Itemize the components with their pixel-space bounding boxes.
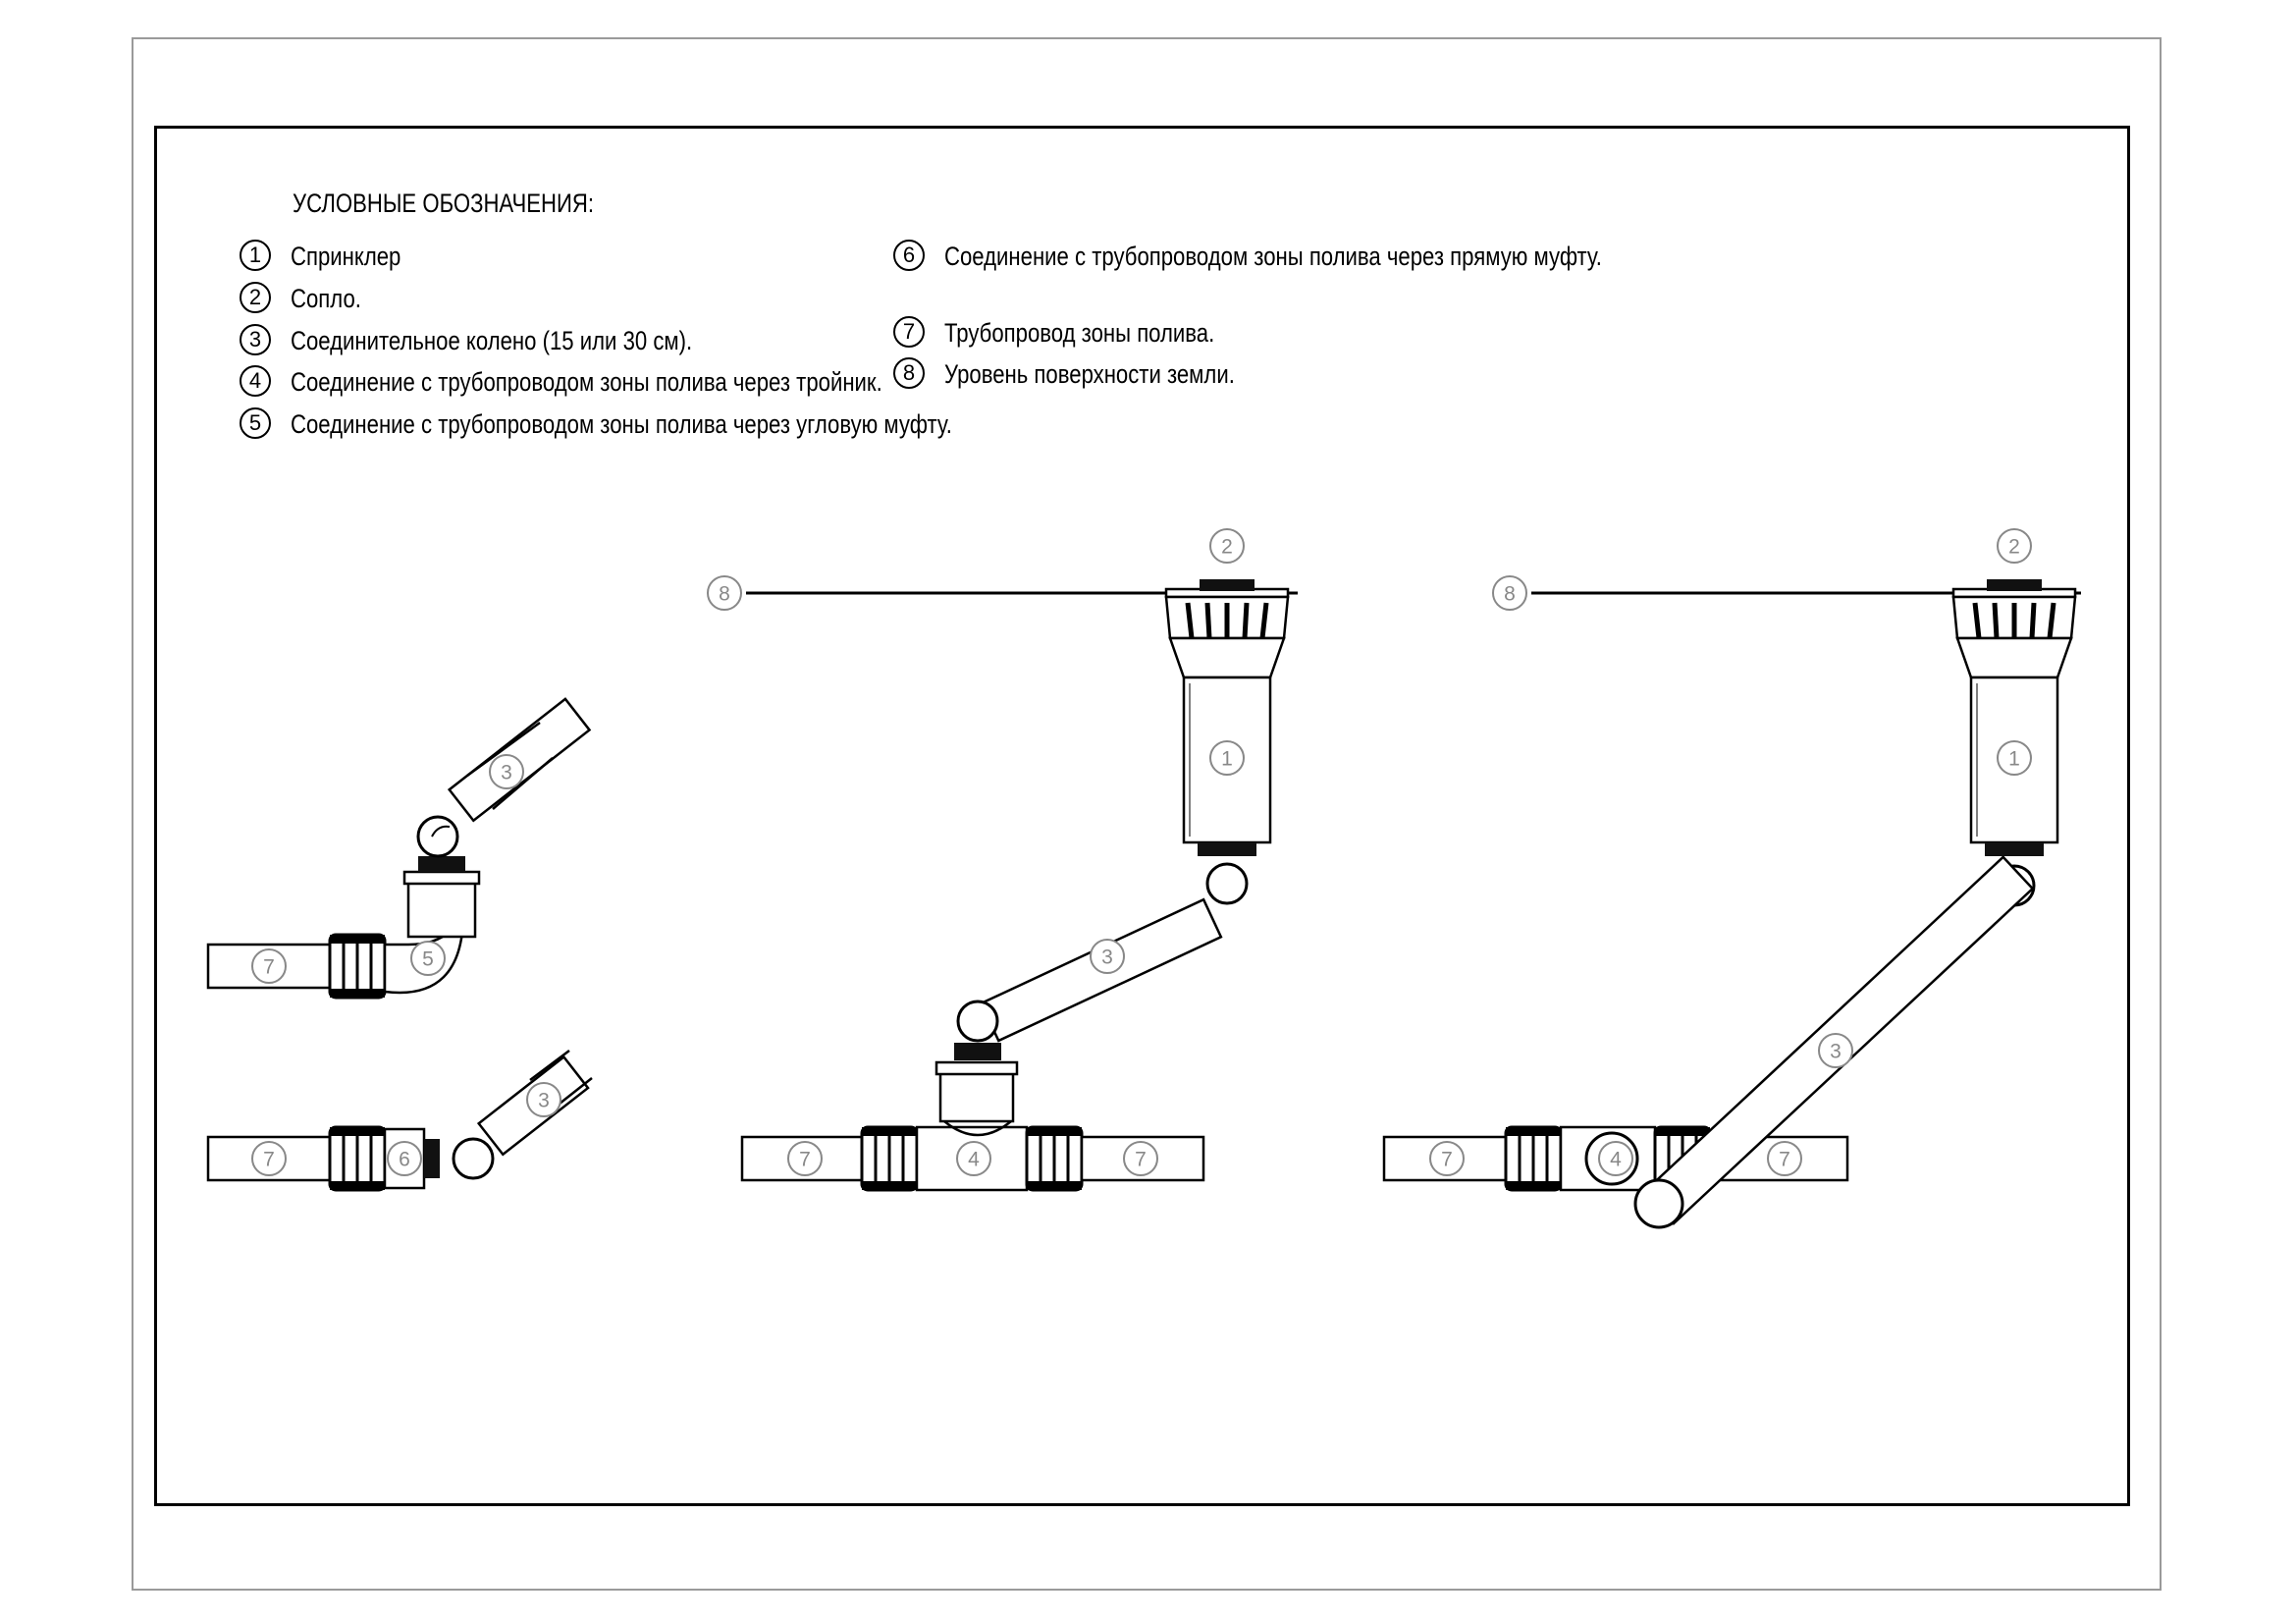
sprinkler bbox=[1953, 579, 2075, 856]
legend-number: 6 bbox=[893, 240, 925, 271]
svg-text:7: 7 bbox=[1135, 1149, 1147, 1171]
sheet-outer-frame bbox=[132, 37, 2162, 1591]
marker-labels: 7 5 3 7 6 3 8 2 1 3 7 4 7 8 2 1 3 7 4 7 bbox=[251, 528, 2032, 1176]
marker-nozzle: 2 bbox=[1209, 528, 1245, 564]
marker-nozzle: 2 bbox=[1997, 528, 2032, 564]
elbow-socket bbox=[406, 878, 477, 939]
svg-text:7: 7 bbox=[1441, 1149, 1453, 1171]
legend-number: 5 bbox=[240, 407, 271, 439]
marker-ground: 8 bbox=[1492, 575, 1527, 611]
marker-pipe: 7 bbox=[1429, 1141, 1465, 1176]
marker-sprinkler: 1 bbox=[1997, 740, 2032, 776]
svg-text:7: 7 bbox=[799, 1149, 811, 1171]
svg-text:3: 3 bbox=[538, 1090, 550, 1112]
legend-title: УСЛОВНЫЕ ОБОЗНАЧЕНИЯ: bbox=[293, 189, 595, 218]
legend-number: 1 bbox=[240, 240, 271, 271]
svg-text:5: 5 bbox=[422, 948, 434, 971]
threaded-adapter bbox=[418, 856, 465, 872]
legend-number: 4 bbox=[240, 365, 271, 397]
svg-text:7: 7 bbox=[263, 1149, 275, 1171]
marker-pipe: 7 bbox=[1767, 1141, 1802, 1176]
marker-ground: 8 bbox=[707, 575, 742, 611]
svg-text:6: 6 bbox=[399, 1149, 410, 1171]
legend-text: Сопло. bbox=[291, 284, 361, 313]
legend-number: 8 bbox=[893, 357, 925, 389]
marker-swing-joint: 3 bbox=[489, 754, 524, 789]
legend-number: 3 bbox=[240, 324, 271, 355]
swing-joint-elbow bbox=[956, 1000, 999, 1043]
marker-swing-joint: 3 bbox=[1818, 1033, 1853, 1068]
swing-joint-elbow bbox=[452, 1137, 495, 1180]
svg-text:1: 1 bbox=[2008, 748, 2020, 771]
threaded-adapter bbox=[954, 1043, 1001, 1060]
tee-socket bbox=[938, 1070, 1015, 1123]
compression-nut bbox=[1504, 1125, 1563, 1192]
marker-swing-joint: 3 bbox=[1090, 939, 1125, 974]
detail-tee-connection bbox=[740, 579, 1298, 1192]
marker-pipe: 7 bbox=[251, 1141, 287, 1176]
compression-nut bbox=[328, 1125, 387, 1192]
sprinkler bbox=[1166, 579, 1288, 856]
svg-text:8: 8 bbox=[719, 583, 730, 606]
marker-sprinkler: 1 bbox=[1209, 740, 1245, 776]
svg-text:3: 3 bbox=[501, 762, 512, 784]
swing-joint-elbow bbox=[416, 815, 459, 858]
svg-text:4: 4 bbox=[1610, 1149, 1622, 1171]
svg-text:3: 3 bbox=[1830, 1041, 1842, 1063]
marker-straight-coupling: 6 bbox=[387, 1141, 422, 1176]
marker-tee: 4 bbox=[1598, 1141, 1633, 1176]
svg-text:8: 8 bbox=[1504, 583, 1516, 606]
legend-number: 2 bbox=[240, 282, 271, 313]
svg-text:3: 3 bbox=[1101, 947, 1113, 969]
swing-joint-elbow bbox=[1205, 862, 1249, 905]
marker-elbow: 5 bbox=[410, 941, 446, 976]
legend-text: Уровень поверхности земли. bbox=[944, 359, 1235, 389]
legend-text: Соединение с трубопроводом зоны полива ч… bbox=[291, 367, 882, 397]
svg-text:7: 7 bbox=[263, 956, 275, 979]
compression-nut bbox=[1025, 1125, 1084, 1192]
legend-text: Спринклер bbox=[291, 242, 401, 271]
svg-text:7: 7 bbox=[1779, 1149, 1790, 1171]
svg-text:1: 1 bbox=[1221, 748, 1233, 771]
swing-joint-elbow bbox=[1633, 1178, 1684, 1229]
marker-swing-joint: 3 bbox=[526, 1082, 561, 1117]
legend-text: Соединительное колено (15 или 30 см). bbox=[291, 326, 693, 355]
legend-text: Соединение с трубопроводом зоны полива ч… bbox=[291, 409, 952, 439]
compression-nut bbox=[860, 1125, 919, 1192]
svg-text:2: 2 bbox=[1221, 536, 1233, 559]
marker-pipe: 7 bbox=[787, 1141, 823, 1176]
detail-tee-long-swing-connection bbox=[1382, 579, 2081, 1229]
threaded-adapter bbox=[424, 1139, 440, 1178]
compression-nut bbox=[328, 933, 387, 1000]
legend-text: Трубопровод зоны полива. bbox=[944, 318, 1215, 348]
legend-text: Соединение с трубопроводом зоны полива ч… bbox=[944, 242, 1602, 271]
svg-text:2: 2 bbox=[2008, 536, 2020, 559]
svg-text:4: 4 bbox=[968, 1149, 980, 1171]
drawing-frame bbox=[154, 126, 2130, 1506]
marker-tee: 4 bbox=[956, 1141, 991, 1176]
legend-number: 7 bbox=[893, 316, 925, 348]
marker-pipe: 7 bbox=[251, 948, 287, 984]
marker-pipe: 7 bbox=[1123, 1141, 1158, 1176]
